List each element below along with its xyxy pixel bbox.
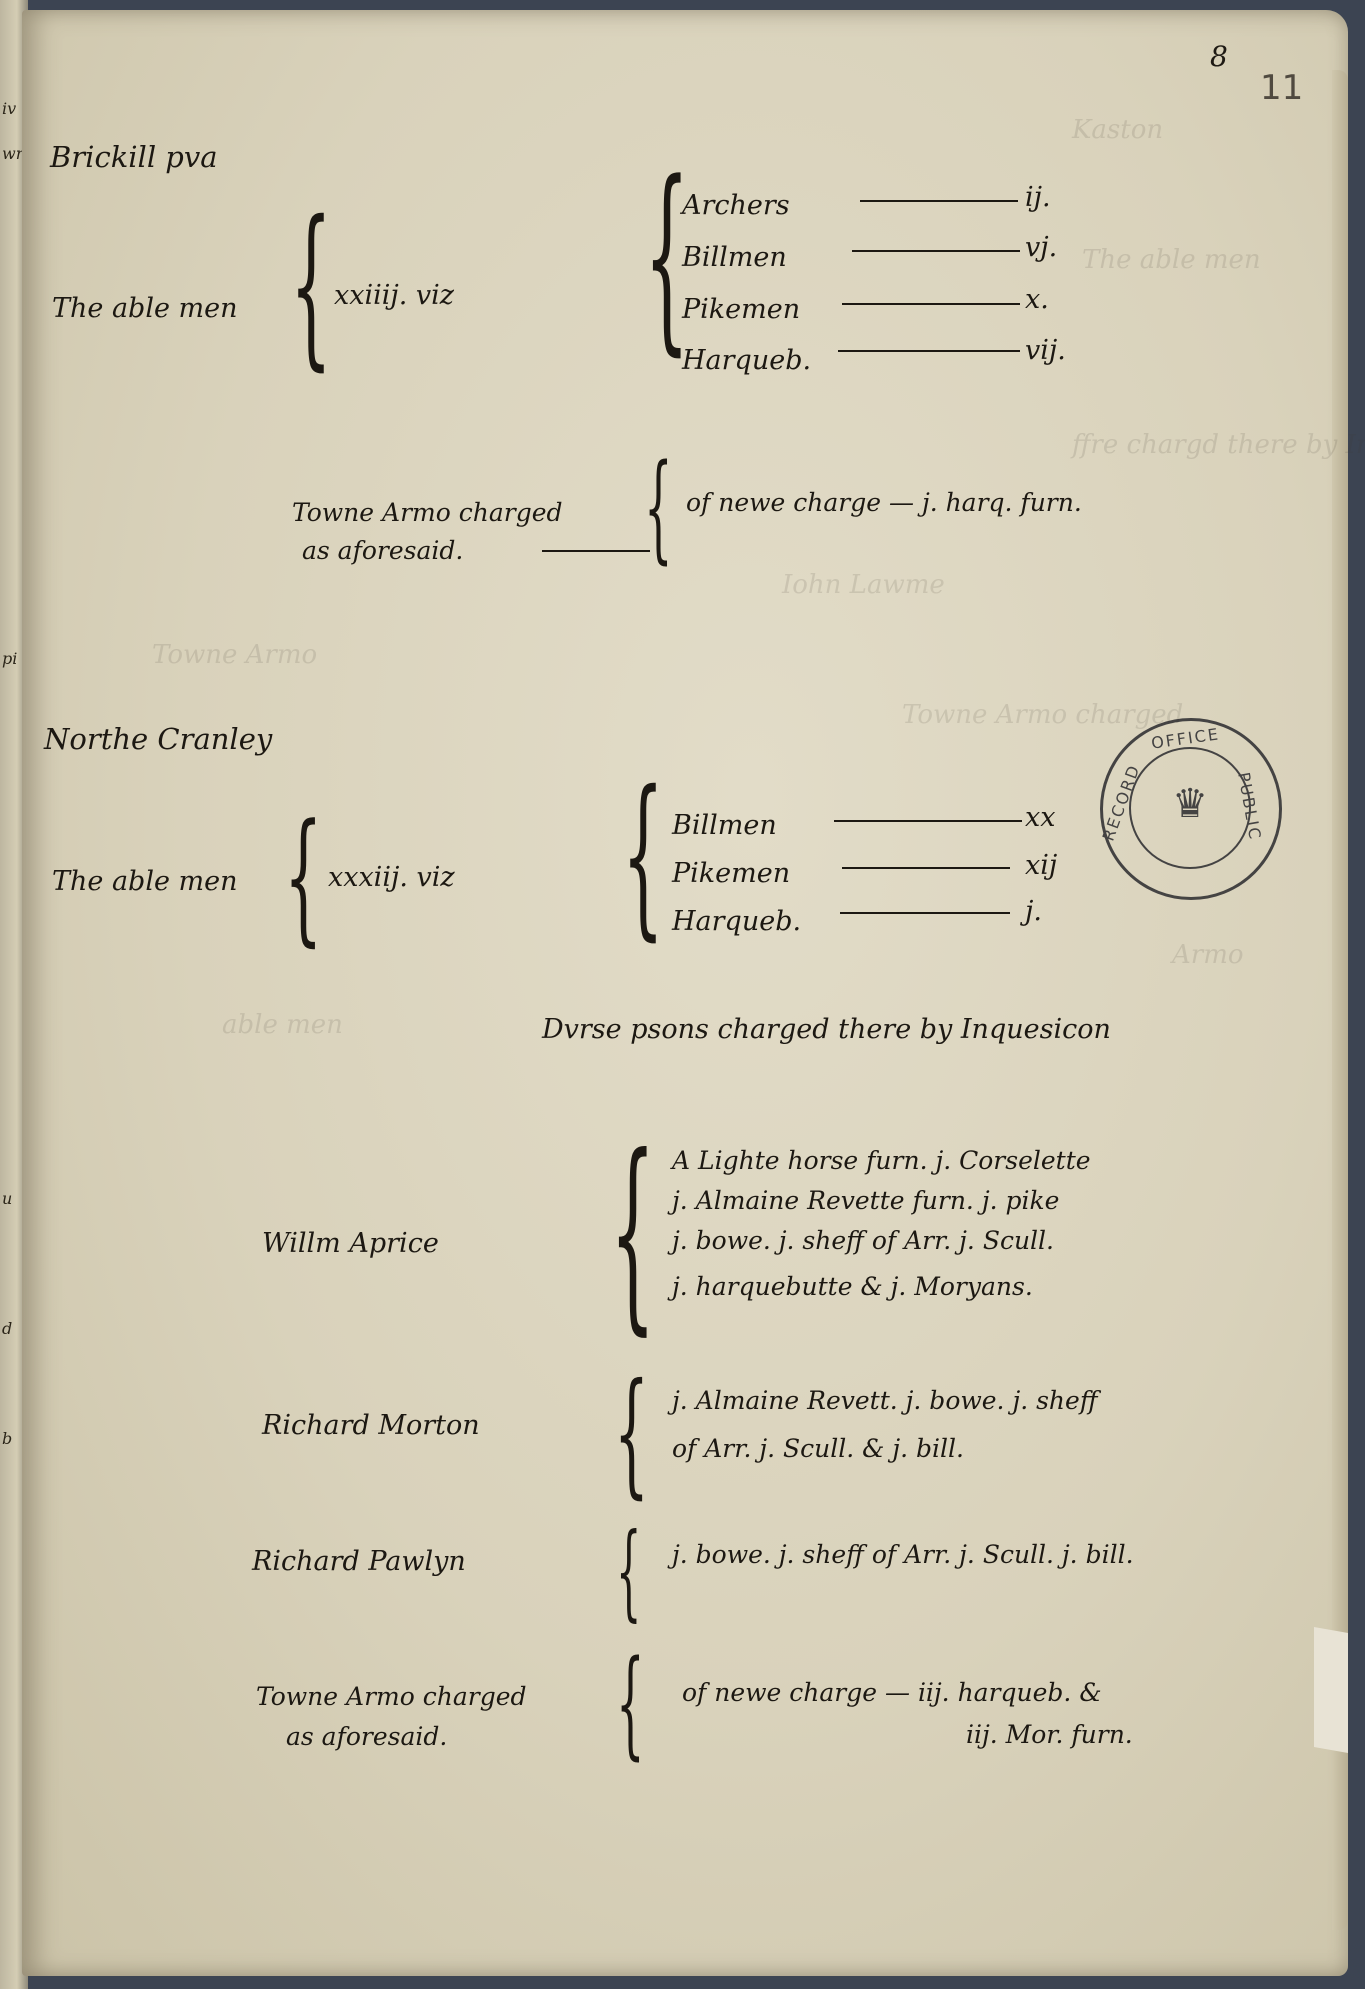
- record-office-stamp: ♛ OFFICE RECORD PUBLIC: [1099, 718, 1282, 900]
- armour-line: j. Almaine Revett. j. bowe. j. sheff: [672, 1386, 1098, 1415]
- town-armour-value: iij. Mor. furn.: [966, 1720, 1133, 1749]
- brace-icon: {: [644, 439, 673, 577]
- leader-line: [840, 912, 1010, 914]
- armour-line: j. Almaine Revette furn. j. pike: [672, 1186, 1060, 1215]
- brace-icon: {: [644, 137, 690, 374]
- weapon-name: Harqueb.: [672, 906, 802, 937]
- brace-icon: {: [616, 1510, 642, 1632]
- armour-line: A Lighte horse furn. j. Corselette: [672, 1146, 1091, 1175]
- weapon-name: Billmen: [672, 810, 777, 841]
- leader-line: [542, 550, 650, 552]
- brace-icon: {: [616, 1635, 645, 1773]
- armour-line: j. harquebutte & j. Moryans.: [672, 1272, 1033, 1301]
- weapon-count: vj.: [1025, 232, 1058, 263]
- armour-line: of Arr. j. Scull. & j. bill.: [672, 1434, 964, 1463]
- page-edge: [1332, 70, 1348, 1930]
- brace-icon: {: [290, 185, 332, 388]
- brace-icon: {: [614, 1353, 649, 1512]
- weapon-name: Harqueb.: [682, 345, 812, 376]
- weapon-name: Archers: [682, 190, 790, 221]
- brace-icon: {: [610, 1110, 656, 1354]
- gutter-fragment: u: [2, 1189, 13, 1208]
- stamp-crown-icon: ♛: [1129, 747, 1251, 869]
- armour-line: j. bowe. j. sheff of Arr. j. Scull. j. b…: [672, 1540, 1134, 1569]
- weapon-name: Pikemen: [672, 858, 791, 889]
- weapon-count: xij: [1025, 850, 1058, 881]
- gutter-fragment: d: [2, 1319, 13, 1338]
- leader-line: [860, 200, 1018, 202]
- weapon-count: xx: [1025, 802, 1056, 833]
- able-men-label: The able men: [52, 866, 238, 897]
- brace-icon: {: [622, 755, 664, 958]
- gutter-fragment: pi: [2, 649, 18, 668]
- weapon-name: Pikemen: [682, 294, 801, 325]
- able-men-count: xxiiij. viz: [334, 280, 455, 311]
- gutter-fragment: wr: [2, 144, 24, 163]
- leader-line: [842, 303, 1020, 305]
- town-armour-value: of newe charge — iij. harqueb. &: [682, 1678, 1102, 1707]
- gutter-fragment: iv: [2, 99, 17, 118]
- town-armour-label: Towne Armo charged: [292, 498, 563, 527]
- person-name: Willm Aprice: [262, 1228, 439, 1259]
- weapon-count: vij.: [1025, 335, 1066, 366]
- able-men-count: xxxiij. viz: [328, 862, 455, 893]
- able-men-label: The able men: [52, 293, 238, 324]
- inquisition-heading: Dvrse psons charged there by Inquesicon: [542, 1014, 1111, 1045]
- armour-line: j. bowe. j. sheff of Arr. j. Scull.: [672, 1226, 1054, 1255]
- town-armour-label: Towne Armo charged: [256, 1682, 527, 1711]
- person-name: Richard Morton: [262, 1410, 480, 1441]
- folio-handwritten: 8: [1210, 40, 1228, 73]
- paper-fragment: [1314, 1627, 1348, 1753]
- town-armour-value: of newe charge — j. harq. furn.: [686, 488, 1082, 517]
- weapon-name: Billmen: [682, 242, 787, 273]
- weapon-count: j.: [1025, 896, 1042, 927]
- place-name: Brickill pva: [50, 140, 218, 174]
- leader-line: [838, 350, 1020, 352]
- brace-icon: {: [284, 793, 323, 960]
- leader-line: [834, 820, 1022, 822]
- weapon-count: ij.: [1025, 182, 1051, 213]
- person-name: Richard Pawlyn: [252, 1546, 466, 1577]
- town-armour-label: as aforesaid.: [302, 536, 464, 565]
- manuscript-page: Kaston The able men ffre chargd there by…: [22, 10, 1365, 1976]
- leader-line: [842, 867, 1010, 869]
- leader-line: [852, 250, 1020, 252]
- weapon-count: x.: [1025, 284, 1049, 315]
- gutter-fragment: b: [2, 1429, 13, 1448]
- place-name: Northe Cranley: [44, 722, 273, 756]
- folio-stamped: 11: [1260, 68, 1304, 108]
- town-armour-label: as aforesaid.: [286, 1722, 448, 1751]
